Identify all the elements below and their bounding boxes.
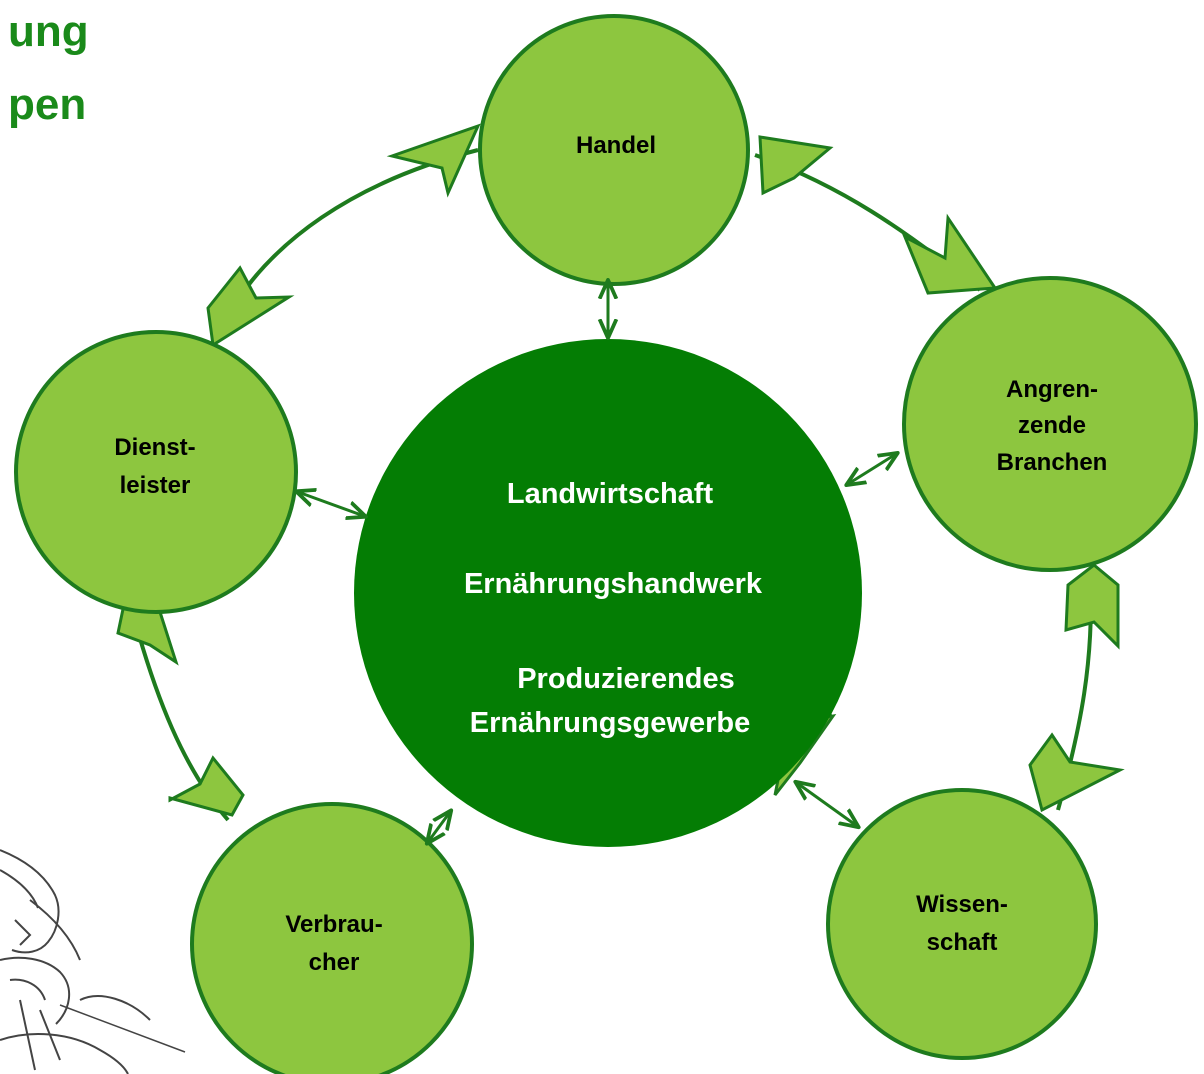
node-angrenzende-circle — [902, 276, 1198, 572]
center-links — [298, 282, 896, 842]
node-angrenzende-branchen: Angren- zende Branchen — [902, 276, 1198, 572]
double-arrow-icon — [848, 454, 896, 484]
double-arrow-icon — [428, 812, 450, 842]
node-wissenschaft-circle — [826, 788, 1098, 1060]
chevron-arrow-icon — [758, 135, 834, 196]
node-dienstleister-label-2: leister — [120, 472, 191, 499]
node-dienstleister-label-1: Dienst- — [114, 434, 195, 461]
node-handel-label: Handel — [576, 132, 656, 159]
node-handel: Handel — [478, 14, 750, 286]
chevron-arrow-icon — [386, 123, 481, 198]
node-verbraucher-circle — [190, 802, 474, 1074]
node-wissenschaft: Wissen- schaft — [826, 788, 1098, 1060]
node-wissenschaft-label-2: schaft — [927, 929, 998, 956]
center-label-4: Ernährungsgewerbe — [470, 707, 750, 739]
slide-title: ung pen — [8, 7, 89, 129]
node-dienstleister: Dienst- leister — [14, 330, 298, 614]
chevron-arrow-icon — [206, 265, 295, 348]
node-angrenzende-label-3: Branchen — [997, 449, 1108, 476]
ring-arrowheads — [116, 123, 1125, 817]
chevron-arrow-icon — [1028, 732, 1125, 813]
node-verbraucher-label-1: Verbrau- — [285, 911, 382, 938]
node-center-circle — [354, 339, 862, 847]
node-dienstleister-circle — [14, 330, 298, 614]
chevron-arrow-icon — [902, 213, 998, 295]
node-verbraucher: Verbrau- cher — [190, 802, 474, 1074]
center-label-2: Ernährungshandwerk — [464, 568, 763, 600]
node-verbraucher-label-2: cher — [309, 949, 360, 976]
node-angrenzende-label-1: Angren- — [1006, 376, 1098, 403]
double-arrow-icon — [797, 783, 857, 826]
title-line-2: pen — [8, 80, 86, 129]
double-arrow-icon — [298, 492, 364, 516]
chevron-arrow-icon — [168, 755, 245, 817]
node-wissenschaft-label-1: Wissen- — [916, 891, 1008, 918]
node-center: Landwirtschaft Ernährungshandwerk Produz… — [354, 339, 862, 847]
node-angrenzende-label-2: zende — [1018, 412, 1086, 439]
corner-sketch-illustration — [0, 849, 186, 1074]
center-label-1: Landwirtschaft — [507, 478, 714, 510]
center-label-3: Produzierendes — [517, 663, 735, 695]
title-line-1: ung — [8, 7, 89, 56]
chevron-arrow-icon — [1064, 563, 1120, 650]
